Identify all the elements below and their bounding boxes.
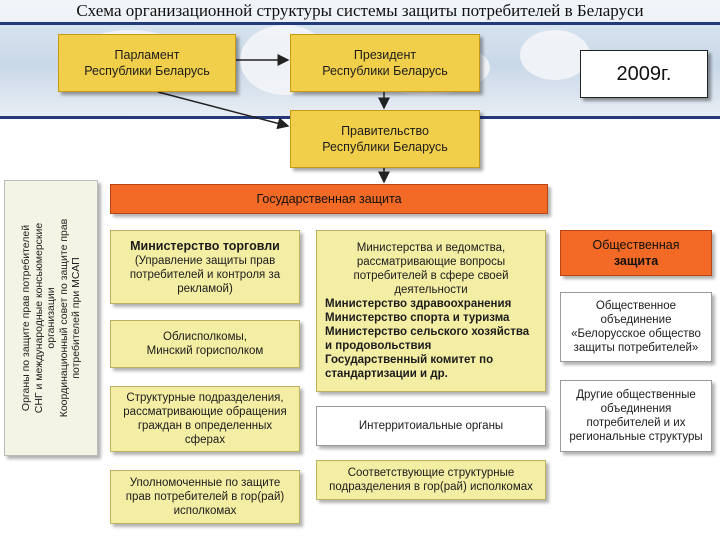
ministry-trade-line-1: (Управление защиты прав — [134, 255, 276, 267]
vertical-line-4: Координационный совет по защите прав — [57, 218, 70, 418]
vertical-line-1: Органы по защите прав потребителей — [19, 224, 32, 412]
ministry-trade-title: Министерство торговли — [130, 239, 280, 253]
public-protection-box: Общественная защита — [560, 230, 712, 276]
government-line-2: Республики Беларусь — [322, 140, 448, 154]
ministry-trade-line-3: рекламой) — [177, 283, 233, 295]
page-title: Схема организационной структуры системы … — [0, 0, 720, 22]
ministry-agriculture: Министерство сельского хозяйства — [325, 326, 530, 338]
ministries-intro-3: потребителей в сфере своей — [353, 270, 509, 282]
vertical-line-3: организации — [44, 287, 57, 349]
structural-line-1: Структурные подразделения, — [126, 392, 284, 404]
other-associations-line-1: Другие общественные — [576, 389, 696, 401]
public-association-line-2: объединение — [600, 314, 672, 326]
ministries-intro-2: рассматривающие вопросы — [356, 256, 506, 268]
ministries-intro-4: деятельности — [394, 284, 468, 296]
other-associations-box: Другие общественные объединения потребит… — [560, 380, 712, 452]
public-protection-line-2: защита — [613, 254, 659, 268]
vertical-line-5: потребителей при МСАП — [69, 257, 82, 379]
authorized-line-1: Уполномоченные по защите — [129, 477, 281, 489]
president-box: Президент Республики Беларусь — [290, 34, 480, 92]
authorized-line-2: прав потребителей в гор(рай) — [125, 491, 285, 503]
public-association-box: Общественное объединение «Белорусское об… — [560, 292, 712, 362]
international-bodies-box: Органы по защите прав потребителей СНГ и… — [4, 180, 98, 456]
map-shape — [520, 30, 590, 80]
structural-line-2: рассматривающие обращения — [123, 406, 287, 418]
ministry-sport: Министерство спорта и туризма — [325, 312, 510, 324]
president-line-2: Республики Беларусь — [322, 64, 448, 78]
other-associations-line-2: объединения — [600, 403, 672, 415]
year-label: 2009г. — [580, 50, 708, 98]
state-protection-bar: Государственная защита — [110, 184, 548, 214]
authorized-box: Уполномоченные по защите прав потребител… — [110, 470, 300, 524]
ministry-trade-box: Министерство торговли (Управление защиты… — [110, 230, 300, 304]
ministry-health: Министерство здравоохранения — [325, 298, 512, 310]
ministry-trade-line-2: потребителей и контроля за — [129, 269, 281, 281]
international-bodies-text: Органы по защите прав потребителей СНГ и… — [20, 183, 83, 453]
corresponding-line-2: подразделения в гор(рай) исполкомах — [329, 481, 533, 493]
committee-standardization: Государственный комитет по — [325, 354, 494, 366]
ministries-intro-1: Министерства и ведомства, — [356, 242, 506, 254]
structural-divisions-box: Структурные подразделения, рассматривающ… — [110, 386, 300, 452]
ministries-box: Министерства и ведомства, рассматривающи… — [316, 230, 546, 392]
corresponding-line-1: Соответствующие структурные — [347, 467, 515, 479]
public-association-line-1: Общественное — [595, 300, 677, 312]
government-box: Правительство Республики Беларусь — [290, 110, 480, 168]
parliament-box: Парламент Республики Беларусь — [58, 34, 236, 92]
public-association-line-3: «Белорусское общество — [571, 328, 701, 340]
oblast-box: Облисполкомы, Минский горисполком — [110, 320, 300, 368]
public-protection-line-1: Общественная — [592, 238, 680, 252]
vertical-line-2: СНГ и международные консьюмерские — [32, 222, 45, 414]
corresponding-box: Соответствующие структурные подразделени… — [316, 460, 546, 500]
government-line-1: Правительство — [341, 124, 429, 138]
public-association-line-4: защиты потребителей» — [573, 342, 699, 354]
parliament-line-2: Республики Беларусь — [84, 64, 210, 78]
ministry-agriculture-cont: и продовольствия — [325, 340, 432, 352]
authorized-line-3: исполкомах — [173, 505, 237, 517]
top-rule — [0, 22, 720, 25]
oblast-line-1: Облисполкомы, — [163, 331, 247, 343]
parliament-line-1: Парламент — [114, 48, 180, 62]
other-associations-line-4: региональные структуры — [569, 431, 703, 443]
president-line-1: Президент — [353, 48, 417, 62]
structural-line-3: граждан в определенных — [137, 420, 273, 432]
oblast-line-2: Минский горисполком — [146, 345, 264, 357]
committee-standardization-cont: стандартизации и др. — [325, 368, 448, 380]
interterritorial-box: Интерритоиальные органы — [316, 406, 546, 446]
other-associations-line-3: потребителей и их — [586, 417, 686, 429]
structural-line-4: сферах — [184, 434, 226, 446]
